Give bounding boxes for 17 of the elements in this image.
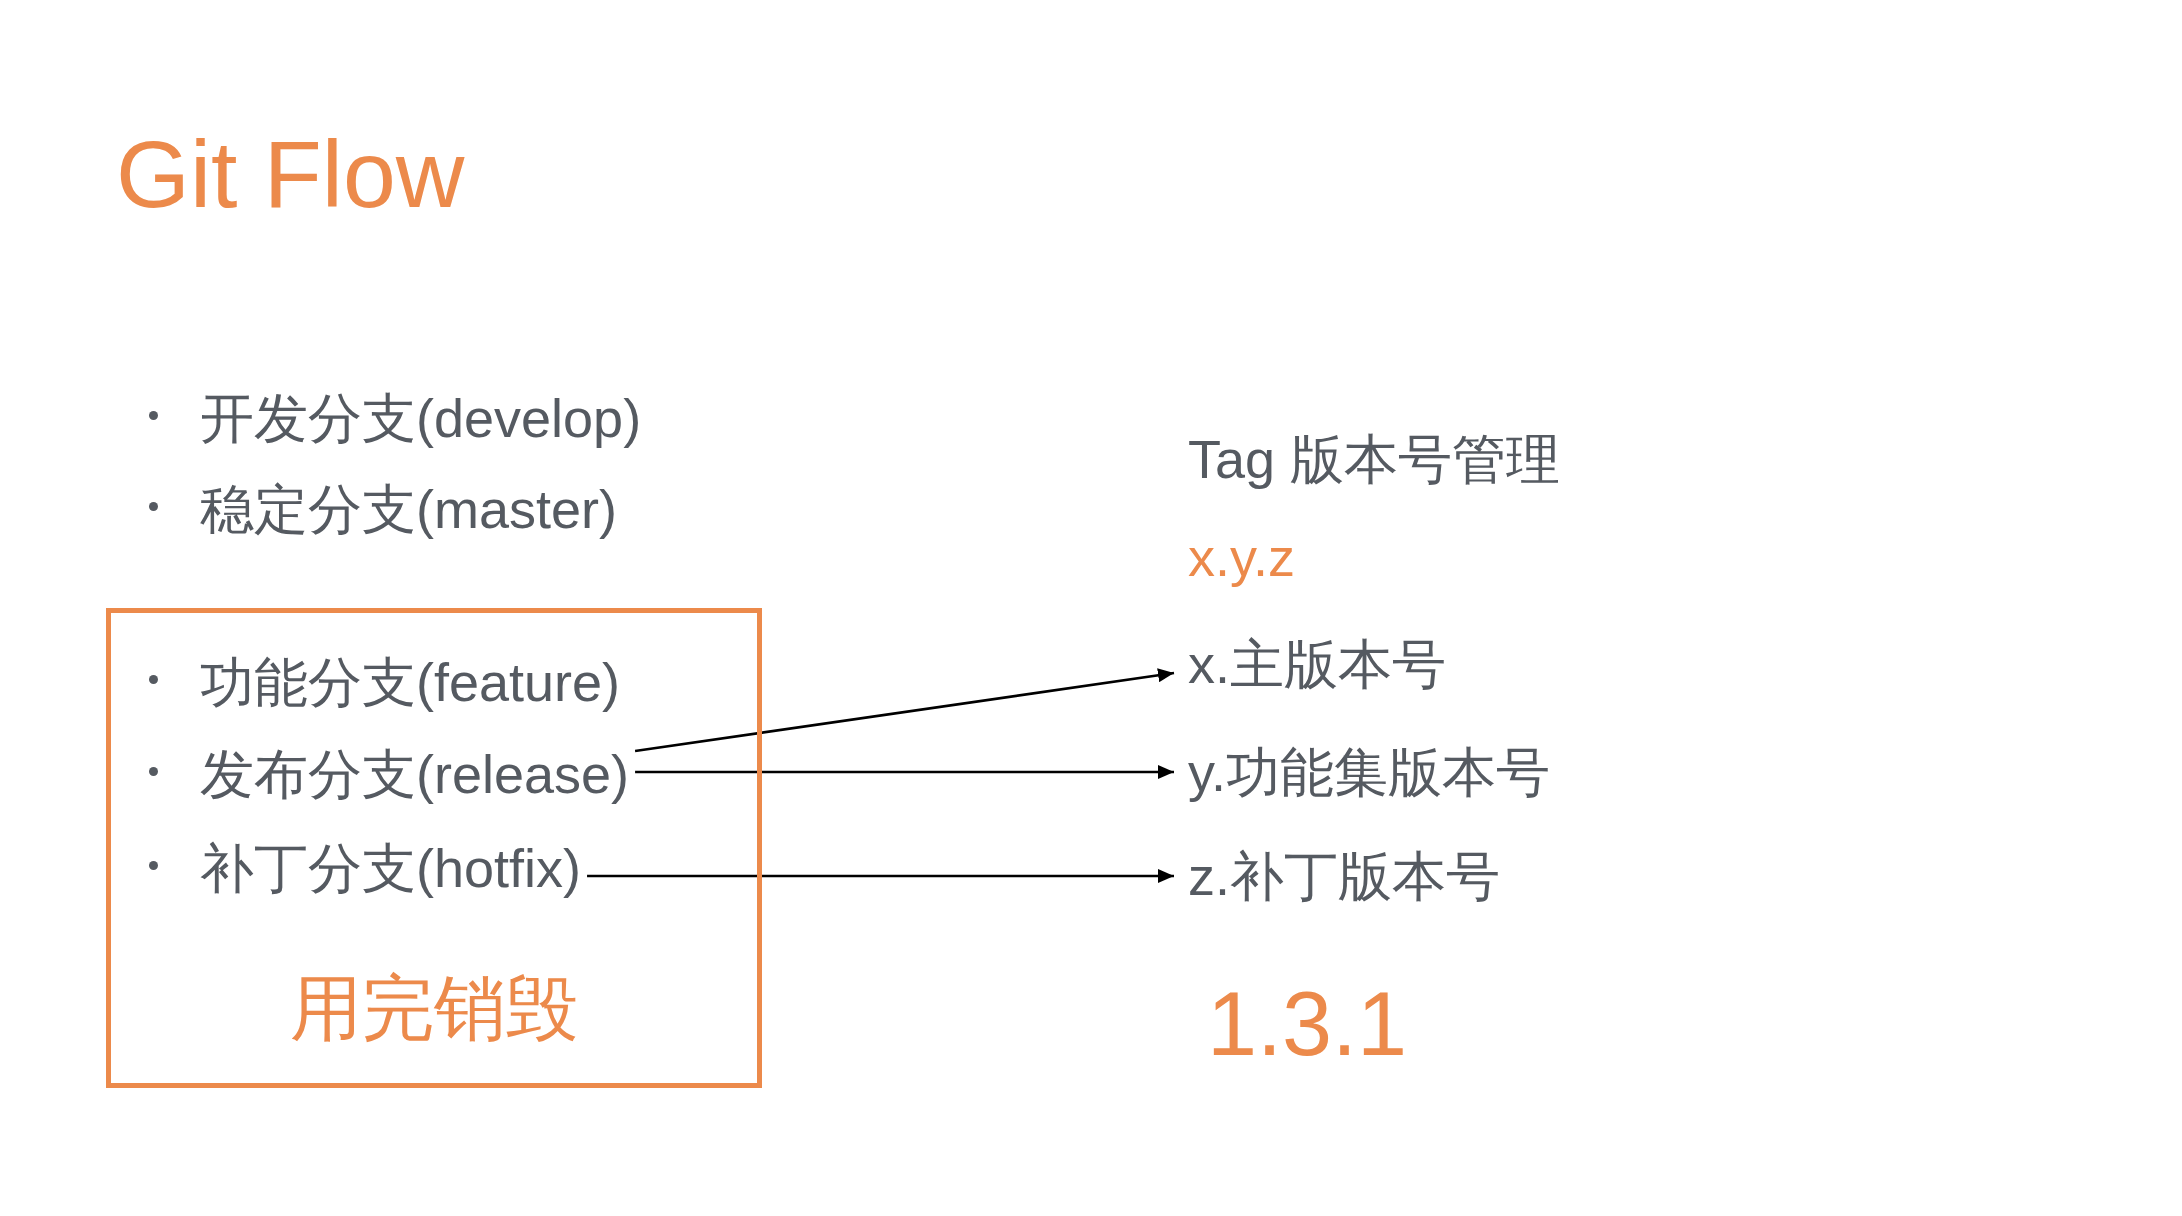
outlined-box	[106, 608, 762, 1088]
version-format: x.y.z	[1188, 526, 1295, 589]
arrow	[635, 765, 1174, 779]
arrow	[587, 869, 1174, 883]
version-label: z.补丁版本号	[1188, 844, 1500, 908]
version-number: 1.3.1	[1207, 979, 1408, 1069]
list-item: 功能分支(feature)	[200, 651, 621, 714]
version-label: x.主版本号	[1188, 632, 1446, 696]
list-item: 补丁分支(hotfix)	[200, 837, 582, 900]
list-item: 发布分支(release)	[200, 743, 630, 806]
slide-title: Git Flow	[116, 127, 465, 222]
arrow	[634, 668, 1175, 753]
list-item: 开发分支(develop)	[200, 387, 642, 450]
list-item: 稳定分支(master)	[200, 478, 617, 541]
section-heading: Tag 版本号管理	[1188, 428, 1561, 491]
version-label: y.功能集版本号	[1188, 740, 1550, 804]
box-caption: 用完销毁	[290, 967, 578, 1050]
